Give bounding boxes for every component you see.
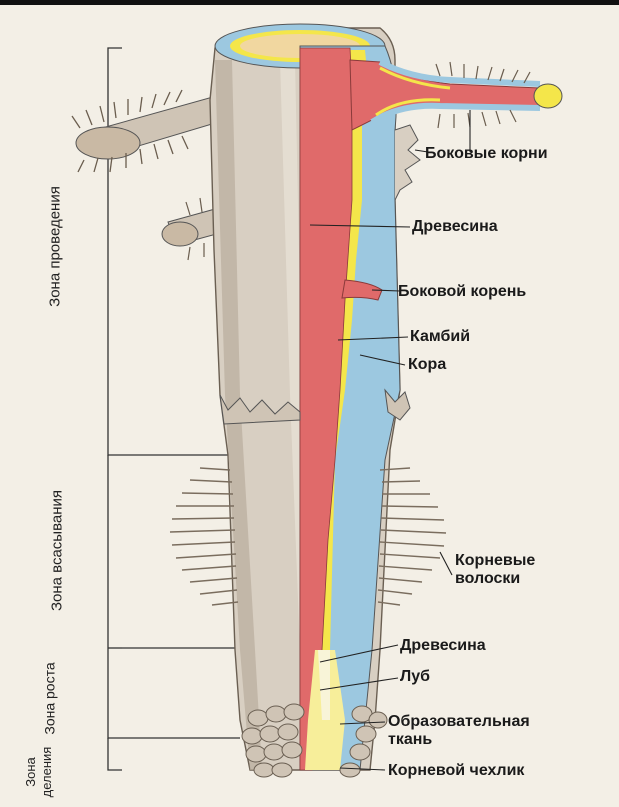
label-wood-bottom: Древесина <box>400 637 486 655</box>
top-rule <box>0 0 619 5</box>
label-cortex: Кора <box>408 356 446 374</box>
zone-growth-label: Зона роста <box>42 659 59 739</box>
label-phloem: Луб <box>400 668 430 686</box>
label-root-hairs-1: Корневые <box>455 552 535 570</box>
bark-broken-edge <box>395 125 420 200</box>
label-cambium: Камбий <box>410 328 470 346</box>
zone-absorption-label: Зона всасывания <box>49 481 66 621</box>
label-meristem-2: ткань <box>388 731 432 749</box>
zone-conduction-label: Зона проведения <box>47 177 64 317</box>
label-lateral-root: Боковой корень <box>398 283 526 301</box>
label-lateral-roots: Боковые корни <box>425 145 548 163</box>
label-meristem-1: Образовательная <box>388 713 530 731</box>
label-root-hairs-2: волоски <box>455 570 520 588</box>
label-wood-top: Древесина <box>412 218 498 236</box>
bracket-growth <box>108 648 122 738</box>
bracket-division <box>108 738 122 770</box>
label-root-cap: Корневой чехлик <box>388 762 524 780</box>
lateral-root-right <box>350 60 562 130</box>
